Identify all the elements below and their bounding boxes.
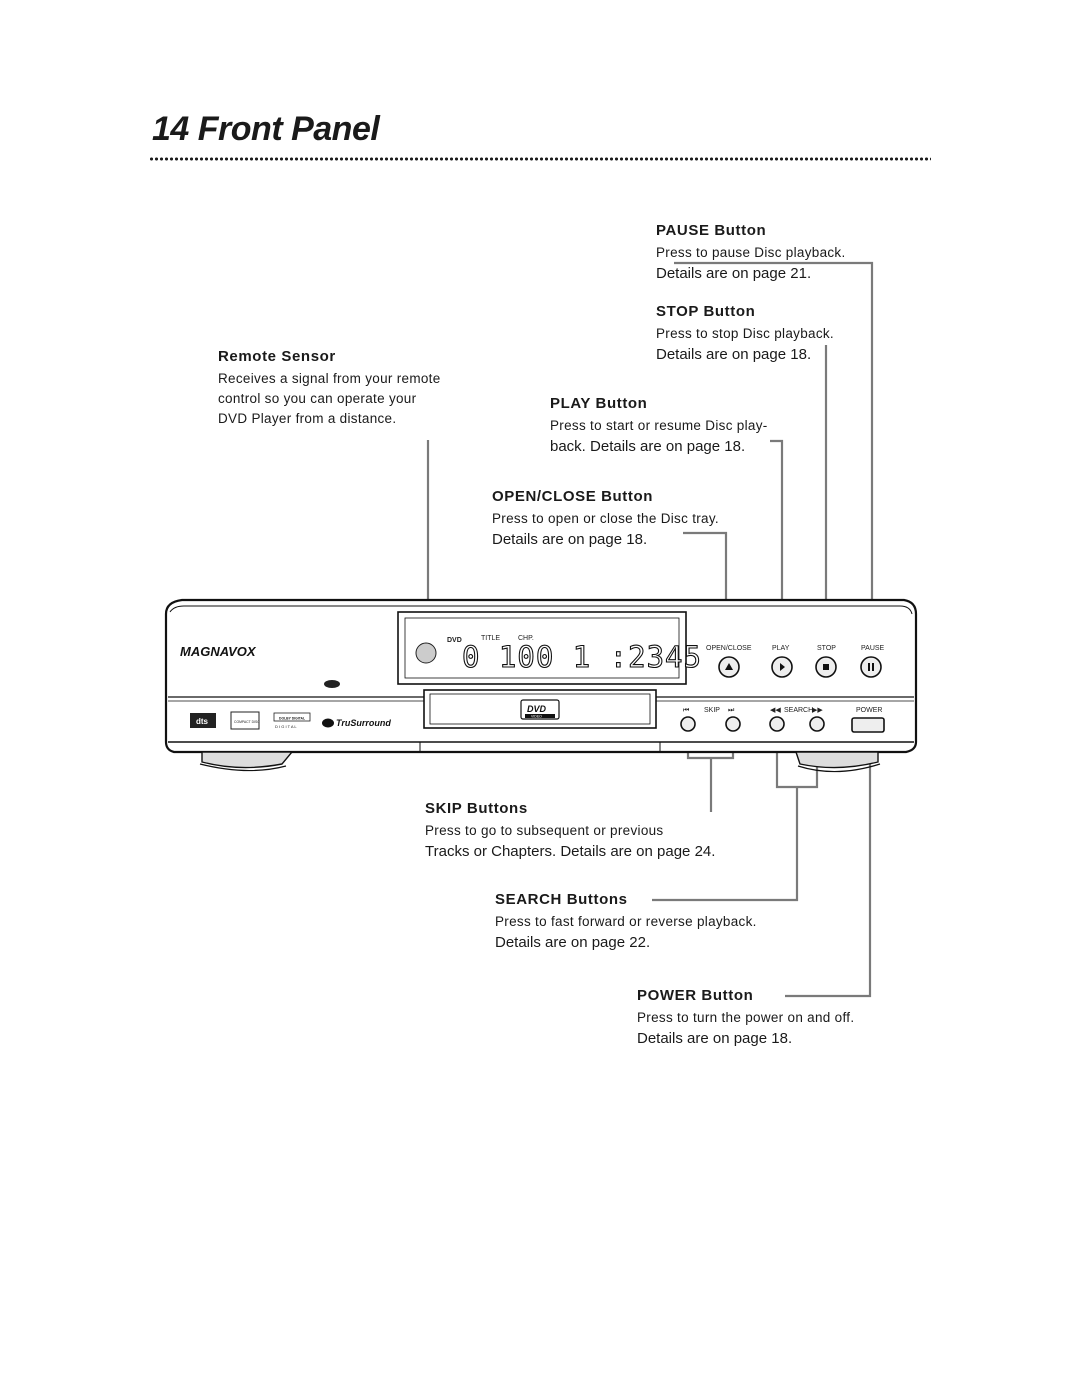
display-window: DVD TITLE CHP. 0 100 1 :2345 [397,611,702,685]
energy-star-icon [324,680,340,688]
open-close-button[interactable] [718,656,740,678]
remote-sensor-line-1: Receives a signal from your remote [218,371,441,386]
play-button[interactable] [771,656,793,678]
page-title: 14 Front Panel [152,110,380,149]
stop-icon [823,664,829,670]
disc-tray[interactable]: DVD VIDEO [423,689,657,729]
stop-desc: Press to stop Disc playback. [656,326,834,341]
play-leader [770,439,784,644]
skip-back-icon: ⏮ [683,707,689,714]
power-leader [785,732,872,998]
search-desc: Press to fast forward or reverse playbac… [495,914,757,929]
skip-callout: SKIP Buttons Press to go to subsequent o… [425,800,715,862]
stop-button[interactable] [815,656,837,678]
pause-desc: Press to pause Disc playback. [656,245,846,260]
play-line-2: back. Details are on page 18. [550,438,746,455]
open-close-details: Details are on page 18. [492,531,648,548]
svg-text:dts: dts [196,717,209,726]
power-callout: POWER Button Press to turn the power on … [637,987,854,1049]
trusurround-logo: TruSurround [322,718,391,728]
play-line-1: Press to start or resume Disc play- [550,418,768,433]
search-heading: SEARCH Buttons [495,891,628,908]
compact-disc-logo [230,711,260,730]
svg-text:COMPACT DISC: COMPACT DISC [234,720,260,724]
power-details: Details are on page 18. [637,1030,793,1047]
remote-sensor-heading: Remote Sensor [218,348,336,365]
stop-details: Details are on page 18. [656,346,812,363]
display-title-label: TITLE [481,635,500,642]
play-heading: PLAY Button [550,395,648,412]
skip-heading: SKIP Buttons [425,800,528,817]
svg-text:TruSurround: TruSurround [336,718,391,728]
remote-sensor-line-2: control so you can operate your [218,391,417,406]
search-details: Details are on page 22. [495,934,651,951]
pause-details: Details are on page 21. [656,265,812,282]
pause-leader [674,261,874,644]
power-heading: POWER Button [637,987,754,1004]
svg-text:DOLBY DIGITAL: DOLBY DIGITAL [279,717,305,721]
dotted-divider [149,156,931,162]
power-button[interactable] [851,717,885,733]
skip-line-1: Press to go to subsequent or previous [425,823,664,838]
stop-callout: STOP Button Press to stop Disc playback.… [656,303,834,365]
open-close-callout: OPEN/CLOSE Button Press to open or close… [492,488,719,550]
skip-line-2: Tracks or Chapters. Details are on page … [425,843,716,860]
page-number: 14 [152,110,189,148]
play-icon [780,663,785,671]
pause-icon [868,663,870,671]
play-label: PLAY [772,645,790,652]
search-forward-button[interactable] [809,716,825,732]
search-reverse-button[interactable] [769,716,785,732]
open-close-label: OPEN/CLOSE [706,645,752,652]
fast-forward-icon: ▶▶ [812,707,823,714]
dolby-digital-logo: DOLBY DIGITAL D I G I T A L [273,712,311,729]
display-dvd-label: DVD [447,637,462,644]
rewind-icon: ◀◀ [770,707,781,714]
search-callout: SEARCH Buttons Press to fast forward or … [495,891,757,953]
skip-previous-button[interactable] [680,716,696,732]
svg-text:D I G I T A L: D I G I T A L [275,724,297,729]
svg-text:DVD: DVD [527,704,547,714]
search-leader [652,787,799,902]
skip-label: SKIP [704,707,720,714]
leader-lines [426,261,874,998]
pause-button[interactable] [860,656,882,678]
play-callout: PLAY Button Press to start or resume Dis… [550,395,768,457]
svg-text:VIDEO: VIDEO [531,715,542,719]
stop-heading: STOP Button [656,303,756,320]
skip-forward-icon: ⏭ [728,707,735,714]
remote-sensor [415,642,437,664]
display-digits: 0 100 1 :2345 [462,640,702,674]
brand-logo: MAGNAVOX [180,644,257,659]
pause-heading: PAUSE Button [656,222,767,239]
display-chp-label: CHP. [518,635,534,642]
skip-next-button[interactable] [725,716,741,732]
remote-sensor-callout: Remote Sensor Receives a signal from you… [218,348,441,429]
open-close-heading: OPEN/CLOSE Button [492,488,654,505]
pause-callout: PAUSE Button Press to pause Disc playbac… [656,222,846,284]
open-close-desc: Press to open or close the Disc tray. [492,511,719,526]
remote-sensor-line-3: DVD Player from a distance. [218,411,397,426]
page-heading: Front Panel [197,110,380,148]
stop-label: STOP [817,645,836,652]
search-label: SEARCH [784,707,813,714]
pause-label: PAUSE [861,645,885,652]
format-logos: dts COMPACT DISC DOLBY DIGITAL D I G I T… [190,711,391,730]
power-label: POWER [856,707,882,714]
dvd-video-logo: DVD VIDEO [520,699,560,720]
power-desc: Press to turn the power on and off. [637,1010,855,1025]
dts-logo [190,713,216,728]
